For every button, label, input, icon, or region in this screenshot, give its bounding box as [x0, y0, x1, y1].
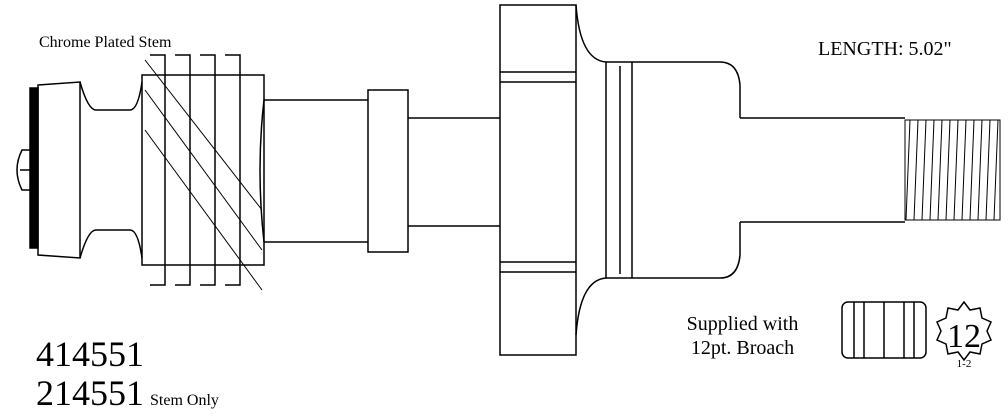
length-label: LENGTH: 5.02" [818, 38, 952, 60]
broach-end-view [936, 300, 992, 362]
stem-flange [499, 4, 607, 356]
broach-side-view [841, 301, 927, 359]
stem-shaft [259, 99, 368, 243]
stem-body [606, 61, 741, 279]
broach-note-line1: Supplied with [686, 313, 799, 335]
broach-note: Supplied with 12pt. Broach [660, 312, 825, 360]
drawing-title: Chrome Plated Stem [39, 34, 172, 51]
stem-collar [367, 89, 409, 253]
stem-drawing [16, 4, 1001, 362]
broach-note-line2: 12pt. Broach [690, 337, 795, 359]
stem-tip-thread [904, 119, 1001, 221]
stem-neck [79, 81, 143, 259]
part-note: Stem Only [150, 392, 219, 409]
broach-code: 1-2 [956, 358, 972, 370]
stem-narrow-shaft [408, 117, 500, 227]
part-number-secondary: 214551 Stem Only [36, 375, 219, 419]
stem-tip-shaft [740, 117, 905, 223]
broach-points: 12 [947, 318, 981, 355]
part-number: 214551 [36, 373, 144, 413]
stem-thread [141, 54, 265, 291]
part-number-primary: 414551 [36, 336, 144, 372]
stem-end-cap [16, 81, 81, 259]
part-number: 414551 [36, 334, 144, 374]
